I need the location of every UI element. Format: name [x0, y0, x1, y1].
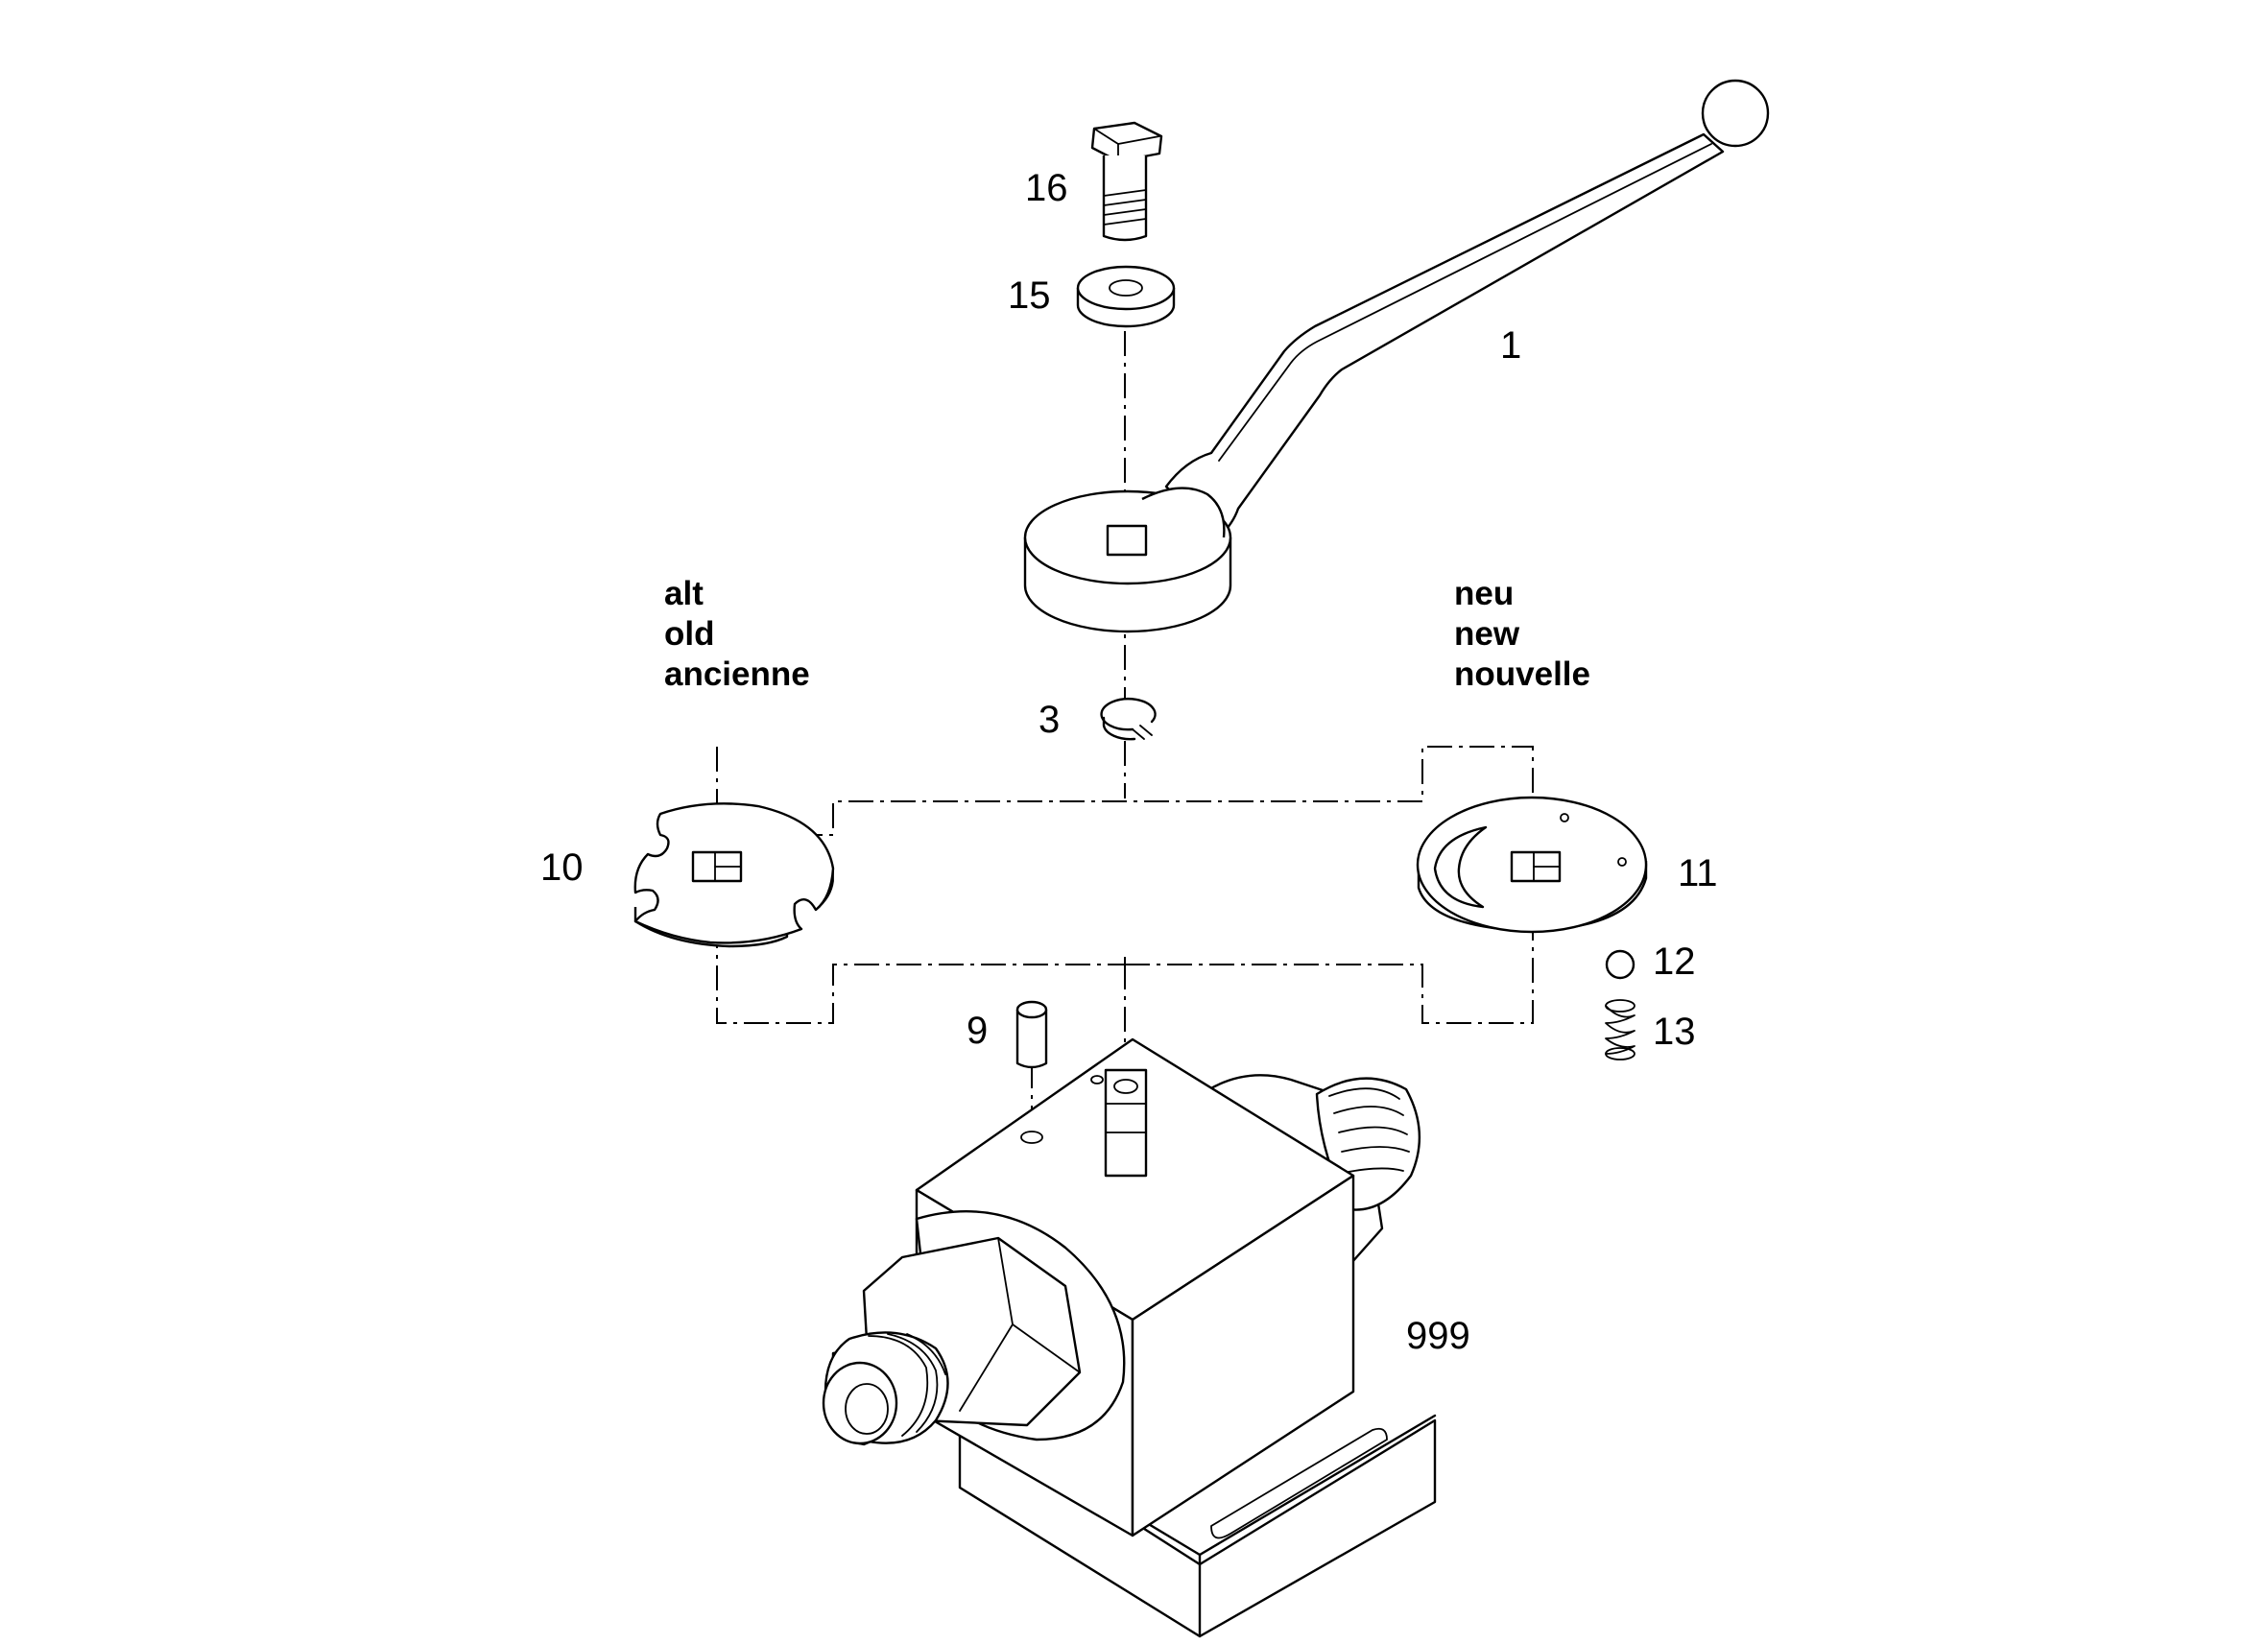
washer-part — [1076, 265, 1176, 328]
callout-handle: 1 — [1500, 324, 1522, 367]
version-label-new: neu new nouvelle — [1454, 574, 1590, 695]
callout-pin: 9 — [967, 1010, 989, 1052]
spring-part — [1605, 999, 1635, 1060]
callout-ball: 12 — [1653, 941, 1696, 983]
stop-plate-old-part — [633, 802, 835, 948]
lever-handle-part — [1023, 79, 1770, 633]
callout-washer: 15 — [1008, 274, 1051, 317]
callout-stop-plate-old: 10 — [540, 846, 584, 889]
version-label-new-en: new — [1454, 615, 1520, 653]
circlip-part — [1100, 698, 1157, 741]
valve-body-part — [822, 1037, 1437, 1638]
ball-part — [1605, 949, 1635, 980]
version-label-new-de: neu — [1454, 575, 1515, 612]
version-label-new-fr: nouvelle — [1454, 655, 1590, 693]
center-lines — [716, 331, 1534, 1118]
bolt-part — [1090, 121, 1163, 242]
version-label-old-en: old — [664, 615, 715, 653]
version-label-old-fr: ancienne — [664, 655, 810, 693]
version-label-old: alt old ancienne — [664, 574, 810, 695]
pin-part — [1015, 1000, 1048, 1069]
callout-spring: 13 — [1653, 1011, 1696, 1053]
callout-valve-body: 999 — [1406, 1315, 1470, 1357]
callout-circlip: 3 — [1039, 699, 1061, 741]
version-label-old-de: alt — [664, 575, 704, 612]
callout-stop-plate-new: 11 — [1678, 852, 1718, 894]
stop-plate-new-part — [1416, 796, 1648, 934]
callout-bolt: 16 — [1025, 167, 1068, 209]
